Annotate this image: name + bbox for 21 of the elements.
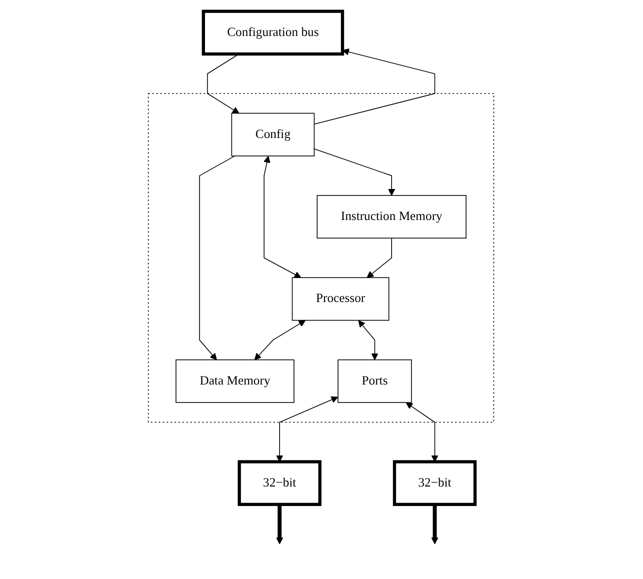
arrow xyxy=(406,402,439,462)
node-box: Instruction Memory xyxy=(317,195,467,239)
arrow xyxy=(208,54,240,114)
arrow xyxy=(276,396,339,462)
arrow xyxy=(367,238,392,278)
arrow xyxy=(432,504,439,544)
arrow xyxy=(264,156,302,278)
node-box: Configuration bus xyxy=(202,10,345,56)
arrow xyxy=(254,320,306,360)
arrow xyxy=(314,148,396,196)
node-box: Data Memory xyxy=(176,359,295,403)
arrow xyxy=(314,48,436,125)
node-box: 32−bit xyxy=(238,460,322,506)
node-box: Config xyxy=(232,112,316,156)
arrow xyxy=(276,504,284,544)
node-box: Processor xyxy=(292,277,390,321)
arrow xyxy=(358,320,379,360)
node-box: 32−bit xyxy=(393,460,478,506)
arrow xyxy=(200,156,236,360)
cluster xyxy=(148,93,495,423)
node-box: Ports xyxy=(338,359,412,403)
